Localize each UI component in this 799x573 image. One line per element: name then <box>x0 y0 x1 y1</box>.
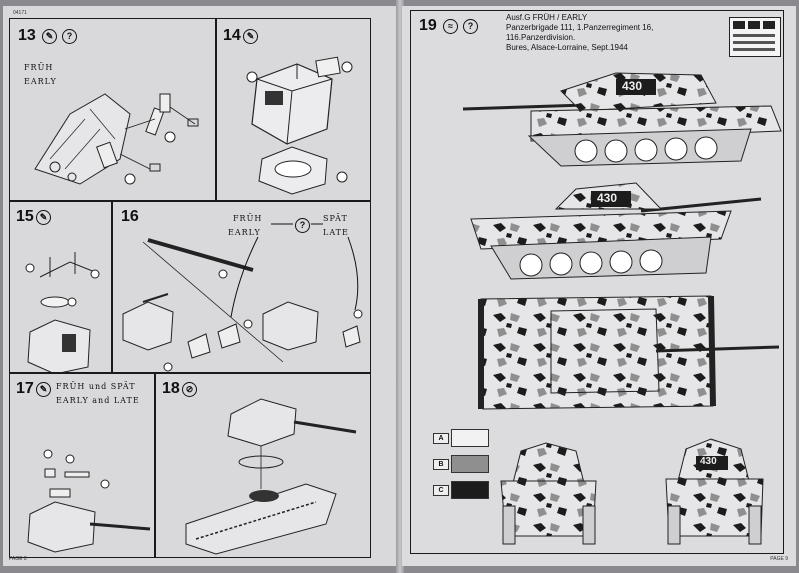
glue-icon: ✎ <box>36 382 51 397</box>
step-16-panel: 16 FRÜH EARLY ? SPÄT LATE <box>112 201 371 373</box>
step-14-panel: 14 ✎ <box>216 18 371 201</box>
turret-detail-drawing <box>27 449 151 553</box>
caption-line: Bures, Alsace-Lorraine, Sept.1944 <box>506 43 628 52</box>
turret-number: 430 <box>700 456 717 467</box>
step-number: 14 <box>223 27 241 44</box>
early-label-en: EARLY <box>228 228 261 237</box>
late-label-de: SPÄT <box>323 214 348 223</box>
cupola-drawing <box>25 252 100 372</box>
step-number: 19 <box>419 17 437 34</box>
step-17-panel: 17 ✎ FRÜH und SPÄT EARLY and LATE <box>9 373 155 558</box>
panther-camouflage-views <box>462 72 782 545</box>
step-number: 13 <box>18 27 36 44</box>
step-18-panel: 18 ⊘ <box>155 373 371 558</box>
step-number: 16 <box>121 208 139 225</box>
color-code-a: A <box>433 433 449 444</box>
page-fold <box>396 0 404 573</box>
late-label-en: LATE <box>323 228 349 237</box>
step-15-panel: 15 ✎ <box>9 201 112 373</box>
color-code-c: C <box>433 485 449 496</box>
turret-number: 430 <box>597 191 618 205</box>
turret-assembly-drawing <box>246 56 353 195</box>
page-number: PAGE 8 <box>9 556 27 562</box>
label-de: FRÜH und SPÄT <box>56 382 136 391</box>
turret-number: 430 <box>622 79 643 93</box>
early-label-de: FRÜH <box>233 214 263 223</box>
step-19-panel: 19 ≈ ? Ausf.G FRÜH / EARLY Panzerbrigade… <box>410 10 784 554</box>
question-icon: ? <box>62 29 77 44</box>
caption-line: Ausf.G FRÜH / EARLY <box>506 13 588 22</box>
step-number: 15 <box>16 208 34 225</box>
turret-to-hull-drawing <box>185 398 357 555</box>
no-glue-icon: ⊘ <box>182 382 197 397</box>
decal-water-icon: ≈ <box>443 19 458 34</box>
color-code-b: B <box>433 459 449 470</box>
question-icon: ? <box>295 218 310 233</box>
label-en: EARLY and LATE <box>56 396 140 405</box>
early-label-de: FRÜH <box>24 63 54 72</box>
color-swatch-b <box>451 455 489 473</box>
hull-rear-drawing <box>34 93 199 185</box>
caption-line: 116.Panzerdivision. <box>506 33 576 42</box>
right-page: 19 ≈ ? Ausf.G FRÜH / EARLY Panzerbrigade… <box>402 6 796 566</box>
page-number: PAGE 9 <box>770 556 788 562</box>
glue-icon: ✎ <box>42 29 57 44</box>
color-swatch-c <box>451 481 489 499</box>
left-page: 04171 13 ✎ ? FRÜH EARLY <box>3 6 399 566</box>
glue-icon: ✎ <box>243 29 258 44</box>
decal-sheet-thumbnail <box>729 17 781 57</box>
question-icon: ? <box>463 19 478 34</box>
step-number: 18 <box>162 380 180 397</box>
early-label-en: EARLY <box>24 77 57 86</box>
glue-icon: ✎ <box>36 210 51 225</box>
marking-caption: Ausf.G FRÜH / EARLY Panzerbrigade 111, 1… <box>506 13 653 53</box>
step-number: 17 <box>16 380 34 397</box>
color-swatch-a <box>451 429 489 447</box>
caption-line: Panzerbrigade 111, 1.Panzerregiment 16, <box>506 23 654 32</box>
kit-code: 04171 <box>13 10 27 16</box>
step-13-panel: 13 ✎ ? FRÜH EARLY <box>9 18 216 201</box>
gun-barrel-drawing <box>122 223 363 372</box>
